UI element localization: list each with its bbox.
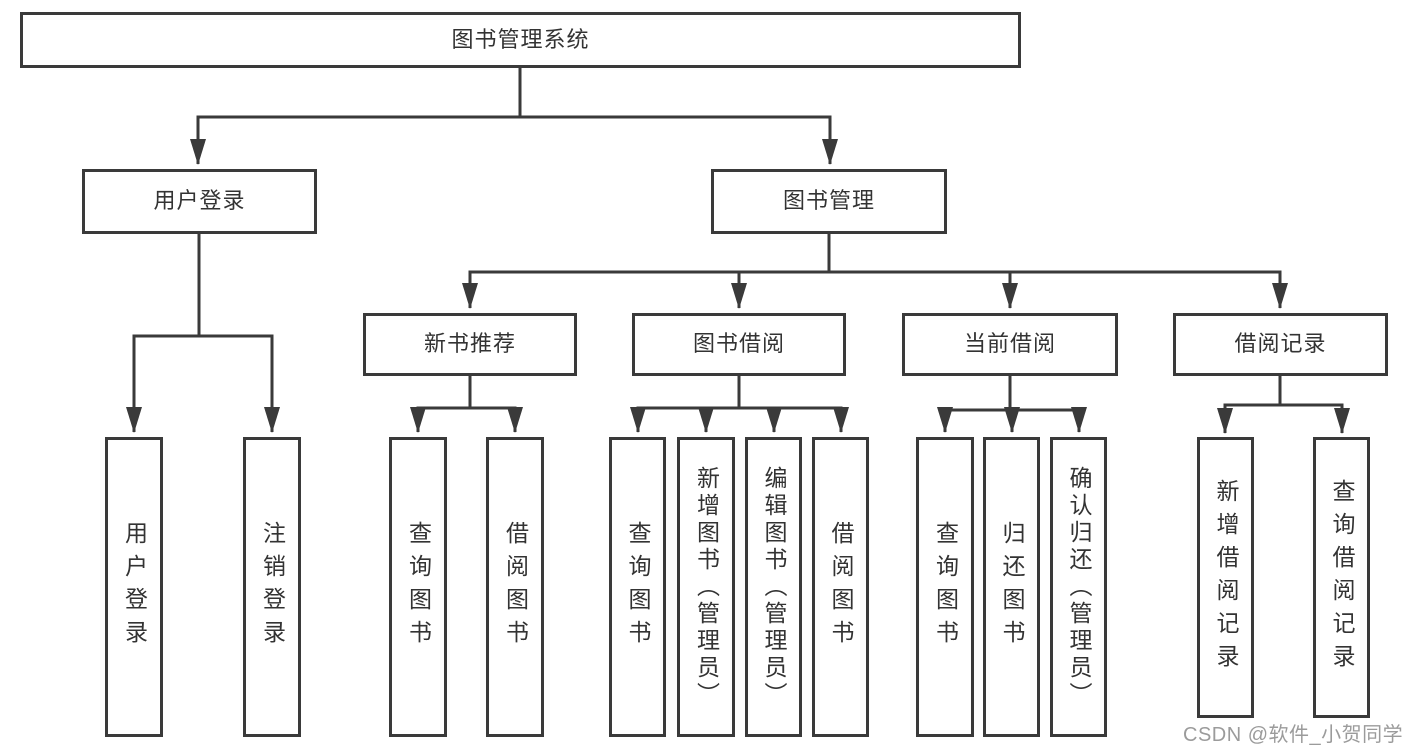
node-new-book-recommend: 新书推荐 [363,313,577,376]
node-book-management-group: 图书管理 [711,169,947,234]
watermark: CSDN @软件_小贺同学 [1183,724,1404,746]
leaf-borrow-query-books: 查询图书 [609,437,666,737]
leaf-current-confirm-return-admin: 确认归还（管理员） [1050,437,1107,737]
leaf-borrow-borrow-books: 借阅图书 [812,437,869,737]
node-book-borrow: 图书借阅 [632,313,846,376]
node-borrow-records: 借阅记录 [1173,313,1388,376]
leaf-current-query-books: 查询图书 [916,437,974,737]
leaf-current-return-books: 归还图书 [983,437,1040,737]
node-user-login-group: 用户登录 [82,169,317,234]
node-root-system: 图书管理系统 [20,12,1021,68]
leaf-user-login: 用户登录 [105,437,163,737]
leaf-logout: 注销登录 [243,437,301,737]
leaf-borrow-edit-books-admin: 编辑图书（管理员） [745,437,802,737]
leaf-newbook-query-books: 查询图书 [389,437,447,737]
leaf-borrow-add-books-admin: 新增图书（管理员） [677,437,735,737]
leaf-newbook-borrow-books: 借阅图书 [486,437,544,737]
leaf-records-query-record: 查询借阅记录 [1313,437,1370,718]
leaf-records-add-record: 新增借阅记录 [1197,437,1254,718]
node-current-borrow: 当前借阅 [902,313,1118,376]
